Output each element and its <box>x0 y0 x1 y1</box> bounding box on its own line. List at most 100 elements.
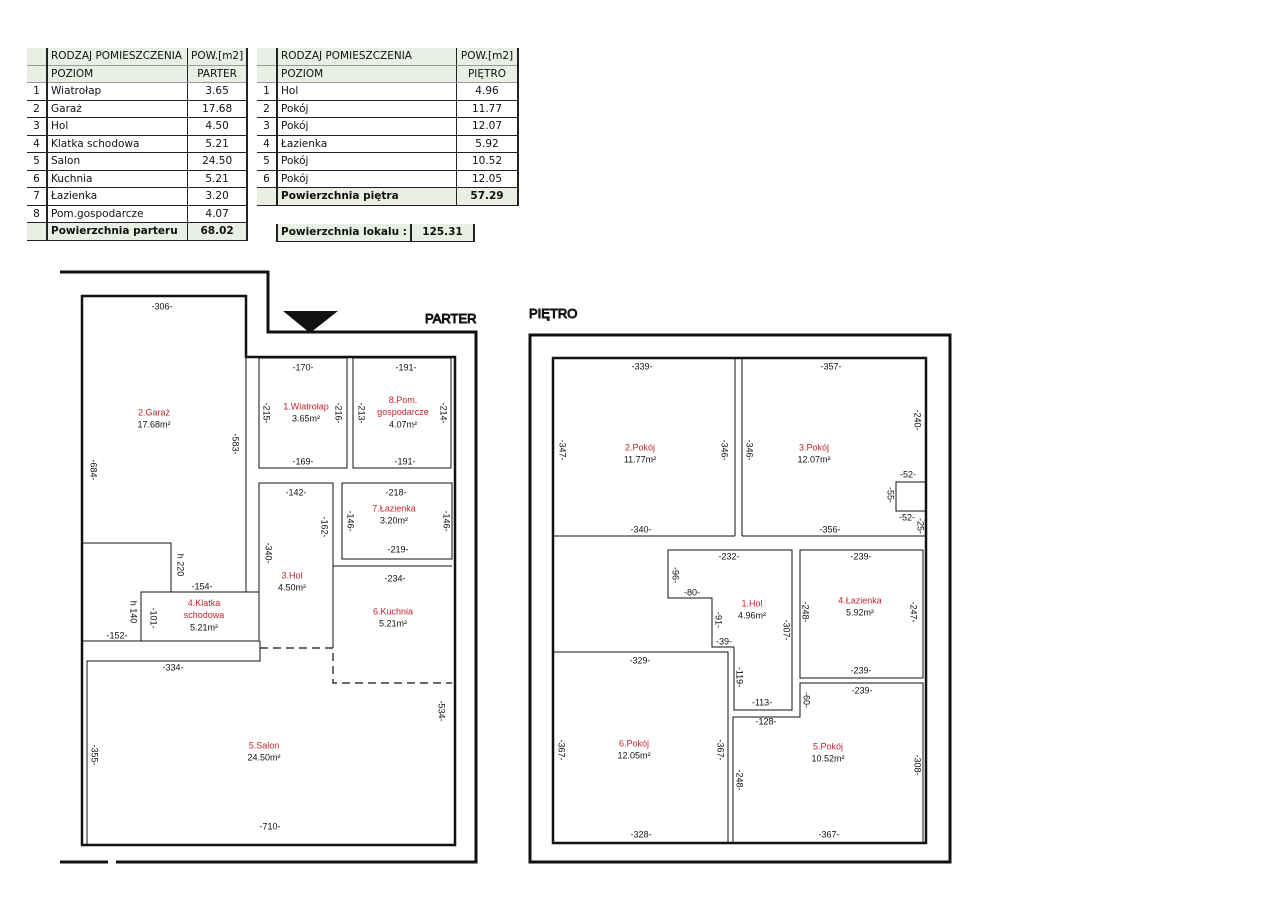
room-name-label: 8.Pom.gospodarcze <box>377 395 429 417</box>
row-number: 3 <box>27 117 47 136</box>
row-number: 6 <box>27 170 47 188</box>
dimension-label: -91- <box>714 612 724 628</box>
total-value: 68.02 <box>187 222 249 241</box>
room-area: 24.50 <box>187 152 249 171</box>
room-name: Kuchnia <box>46 170 188 188</box>
dimension-label: -367- <box>716 739 726 760</box>
dimension-label: -162- <box>320 516 330 537</box>
dimension-label: -234- <box>384 573 405 583</box>
dimension-label: -113- <box>752 697 772 707</box>
dimension-label: -347- <box>558 439 568 460</box>
dimension-label: -340- <box>630 524 651 534</box>
room-area: 4.50 <box>187 117 249 136</box>
room-area-label: 4.50m² <box>278 582 306 592</box>
dimension-label: -329- <box>629 655 650 665</box>
header-level-value: PARTER <box>187 65 249 83</box>
dimension-label: -339- <box>631 361 652 371</box>
pietro-plan: PIĘTRO <box>528 306 952 864</box>
dimension-label: -239- <box>850 665 871 675</box>
dimension-label: -239- <box>850 551 871 561</box>
room-area: 5.21 <box>187 135 249 153</box>
room-name-label: 1.Wiatrołap <box>283 401 329 411</box>
dimension-label: -142- <box>285 487 306 497</box>
header-level: POZIOM <box>276 65 457 83</box>
dimension-label: -191- <box>395 362 416 372</box>
parter-inner-wall <box>80 294 457 847</box>
room-name-label: 1.Hol <box>741 598 762 608</box>
row-number: 2 <box>257 100 277 118</box>
dimension-label: -308- <box>913 754 923 775</box>
room-name-label: 2.Garaż <box>138 407 171 417</box>
dimension-label: -154- <box>191 581 212 591</box>
dimension-label: -346- <box>745 439 755 460</box>
dimension-label: -219- <box>387 544 408 554</box>
total-label: Powierzchnia parteru <box>46 222 188 241</box>
dimension-label: -334- <box>162 662 183 672</box>
room-name-label: 4.Łazienka <box>838 595 882 605</box>
dimension-label: h 140 <box>129 601 139 624</box>
parter-partitions <box>82 357 453 845</box>
header-area: POW.[m2] <box>456 48 519 66</box>
room-name: Pokój <box>276 100 457 118</box>
dimension-label: -128- <box>755 716 776 726</box>
dimension-label: -25- <box>916 518 926 534</box>
room-area: 11.77 <box>456 100 519 118</box>
dimension-label: -101- <box>149 607 159 628</box>
room-area: 12.05 <box>456 170 519 188</box>
room-name: Pokój <box>276 170 457 188</box>
dimension-label: -39- <box>716 636 732 646</box>
entrance-arrow-icon <box>283 311 338 333</box>
room-area: 3.20 <box>187 187 249 206</box>
room-name: Hol <box>46 117 188 136</box>
row-number: 5 <box>257 152 277 171</box>
parter-plan: PARTER <box>60 270 478 864</box>
dimension-label: -214- <box>439 402 449 423</box>
dimension-label: -52- <box>899 512 915 522</box>
header-room-type: RODZAJ POMIESZCZENIA <box>46 48 188 66</box>
parter-title: PARTER <box>425 311 477 326</box>
room-name: Klatka schodowa <box>46 135 188 153</box>
dimension-label: -216- <box>334 402 344 423</box>
total-label: Powierzchnia piętra <box>276 187 457 206</box>
room-name-label: 3.Pokój <box>799 442 829 452</box>
room-name-label: 2.Pokój <box>625 442 655 452</box>
dimension-label: -170- <box>292 362 313 372</box>
dimension-label: -356- <box>819 524 840 534</box>
room-area: 4.96 <box>456 82 519 101</box>
row-number: 1 <box>257 82 277 101</box>
dimension-label: -191- <box>394 456 415 466</box>
dimension-label: h 220 <box>176 554 186 577</box>
dimension-label: -52- <box>900 469 916 479</box>
lokal-total-label: Powierzchnia lokalu : <box>276 224 411 242</box>
room-name: Salon <box>46 152 188 171</box>
dimension-label: -146- <box>442 510 452 531</box>
room-area: 10.52 <box>456 152 519 171</box>
header-level-value: PIĘTRO <box>456 65 519 83</box>
room-area-label: 10.52m² <box>811 753 844 763</box>
dimension-label: -169- <box>292 456 313 466</box>
dimension-label: -218- <box>385 487 406 497</box>
room-area-label: 12.05m² <box>617 750 650 760</box>
dimension-label: -357- <box>820 361 841 371</box>
row-number: 5 <box>27 152 47 171</box>
room-area-label: 24.50m² <box>247 752 280 762</box>
dimension-label: -307- <box>782 619 792 640</box>
parter-open-boundary <box>260 647 452 684</box>
dimension-label: -328- <box>630 829 651 839</box>
dimension-label: -239- <box>851 685 872 695</box>
room-name: Garaż <box>46 100 188 118</box>
room-name: Łazienka <box>276 135 457 153</box>
room-name-label: 6.Kuchnia <box>373 606 413 616</box>
